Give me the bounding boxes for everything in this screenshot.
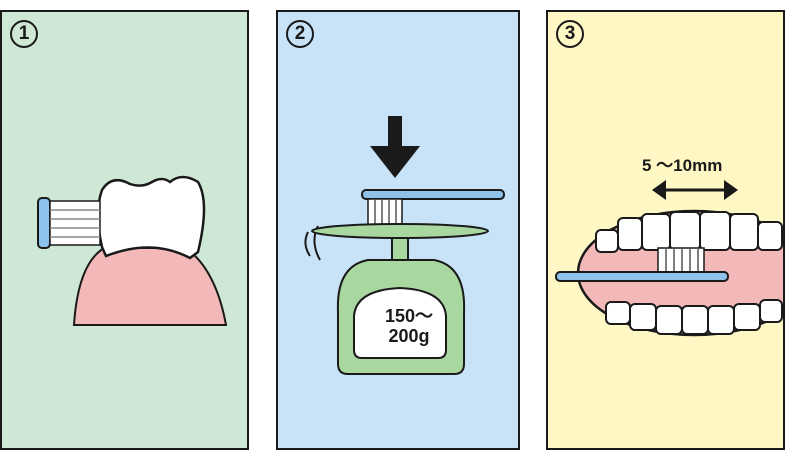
kitchen-scale-icon: [312, 224, 488, 374]
step-3-panel: 3 5 ～10mm: [546, 10, 785, 450]
tooth-icon: [98, 177, 204, 258]
weight-line-1: 150～: [374, 306, 444, 326]
gum-shape: [74, 248, 226, 325]
toothbrush-icon: [38, 198, 100, 248]
step-1-panel: 1: [0, 10, 249, 450]
weight-label: 150～ 200g: [374, 306, 444, 346]
double-arrow-icon: [652, 180, 738, 200]
weight-line-2: 200g: [374, 326, 444, 346]
toothbrush-icon: [362, 190, 504, 225]
tooth-brushing-illustration: [2, 12, 249, 450]
step-2-panel: 2 150～ 200g: [276, 10, 520, 450]
scale-illustration: [278, 12, 520, 450]
mouth-brushing-illustration: [548, 12, 785, 450]
down-arrow-icon: [370, 116, 420, 178]
